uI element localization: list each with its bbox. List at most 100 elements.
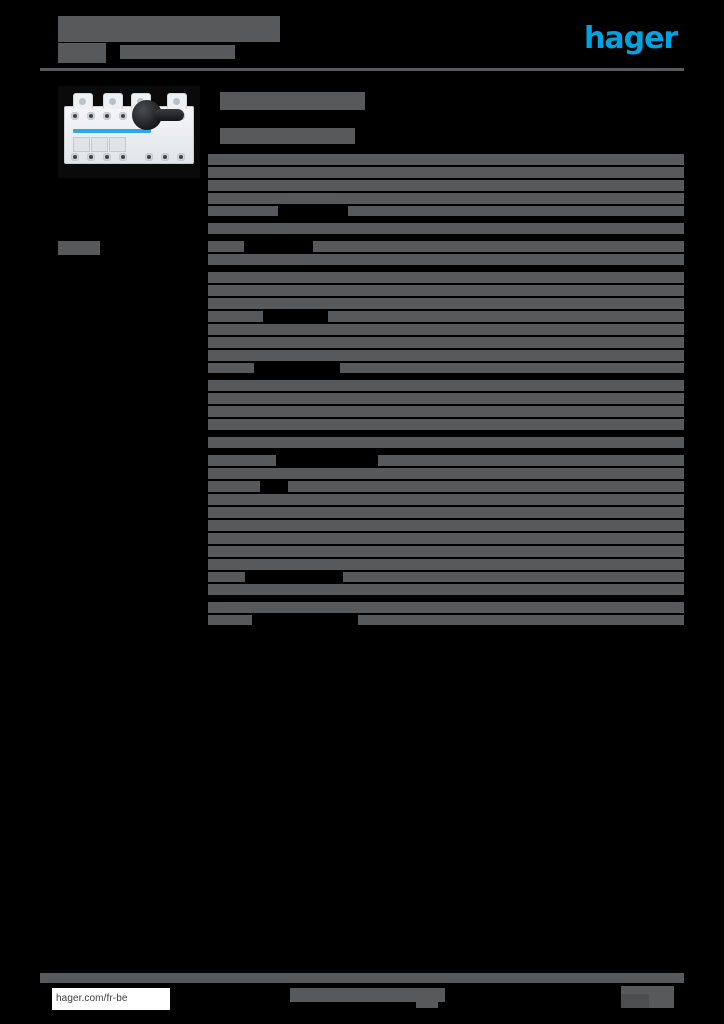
table-cell-value	[270, 437, 684, 448]
table-row	[208, 481, 684, 492]
table-cell-value	[256, 520, 684, 531]
spec-group	[208, 154, 684, 216]
device-mount-tab	[73, 93, 93, 109]
table-cell-label	[208, 254, 260, 265]
table-cell-label	[208, 468, 238, 479]
table-cell-value	[264, 602, 684, 613]
table-cell-value	[343, 572, 684, 582]
section-title	[220, 92, 365, 110]
table-row	[208, 311, 684, 322]
terminal-screw	[103, 112, 111, 120]
table-row	[208, 324, 684, 335]
table-cell-value	[241, 298, 684, 309]
table-cell-value	[252, 546, 684, 557]
table-cell-label	[208, 380, 238, 391]
table-cell-label	[208, 584, 258, 595]
table-cell-value	[328, 311, 684, 322]
table-cell-label	[208, 337, 254, 348]
table-cell-label	[208, 241, 244, 252]
table-row	[208, 254, 684, 265]
footer-website-link[interactable]: hager.com/fr-be	[52, 988, 170, 1010]
device-busbar	[73, 129, 151, 133]
spec-group	[208, 602, 684, 625]
table-cell-value	[230, 223, 684, 234]
spec-group	[208, 223, 684, 234]
table-cell-label	[208, 406, 236, 417]
spec-group	[208, 241, 684, 265]
table-cell-value	[261, 419, 684, 430]
spec-group	[208, 380, 684, 430]
footer-legal-text	[290, 988, 445, 1002]
table-cell-label	[208, 180, 255, 191]
table-cell-label	[208, 602, 264, 613]
table-cell-value	[378, 455, 684, 466]
hager-logo[interactable]: hager	[584, 24, 682, 54]
table-cell-label	[208, 350, 248, 361]
table-cell-value	[250, 285, 684, 296]
table-cell-label	[208, 546, 252, 557]
table-cell-label	[208, 572, 245, 582]
table-cell-value	[238, 380, 684, 391]
table-row	[208, 363, 684, 373]
table-cell-value	[248, 350, 684, 361]
table-row	[208, 167, 684, 178]
table-cell-label	[208, 520, 256, 531]
brand-name: hager	[584, 21, 678, 56]
table-cell-label	[208, 167, 255, 178]
table-cell-label	[208, 193, 274, 204]
device-mount-tab	[103, 93, 123, 109]
table-row	[208, 520, 684, 531]
table-cell-value	[254, 337, 684, 348]
terminal-screw	[87, 153, 95, 161]
table-cell-value	[276, 272, 684, 283]
footer-divider	[40, 973, 684, 983]
table-row	[208, 615, 684, 625]
spec-group	[208, 455, 684, 595]
header-divider	[40, 68, 684, 71]
table-cell-value	[255, 167, 684, 178]
table-row	[208, 468, 684, 479]
table-cell-value	[255, 154, 684, 165]
table-row	[208, 572, 684, 582]
table-cell-value	[268, 324, 684, 335]
page-subtitle	[58, 43, 106, 63]
table-row	[208, 507, 684, 518]
page-footer	[0, 968, 724, 1024]
table-cell-label	[208, 324, 268, 335]
table-cell-label	[208, 285, 250, 296]
device-terminal-row-bottom	[69, 153, 189, 162]
table-row	[208, 272, 684, 283]
device-mount-tab	[167, 93, 187, 109]
table-cell-value	[340, 363, 684, 373]
table-row	[208, 285, 684, 296]
specification-table	[208, 154, 684, 632]
table-cell-value	[255, 180, 684, 191]
table-cell-label	[208, 206, 278, 216]
terminal-screw	[103, 153, 111, 161]
spec-group	[208, 437, 684, 448]
page-subtitle-secondary	[120, 45, 235, 59]
table-row	[208, 223, 684, 234]
table-cell-value	[246, 494, 684, 505]
table-row	[208, 180, 684, 191]
table-cell-value	[255, 393, 684, 404]
table-cell-value	[288, 481, 684, 492]
table-row	[208, 337, 684, 348]
device-rating-label	[73, 137, 90, 152]
table-row	[208, 193, 684, 204]
table-row	[208, 154, 684, 165]
table-cell-value	[248, 507, 684, 518]
table-row	[208, 546, 684, 557]
terminal-screw	[71, 153, 79, 161]
table-row	[208, 437, 684, 448]
terminal-screw	[71, 112, 79, 120]
table-cell-label	[208, 223, 230, 234]
table-row	[208, 559, 684, 570]
table-row	[208, 455, 684, 466]
page-title	[58, 16, 280, 42]
device-rating-label	[91, 137, 108, 152]
table-row	[208, 380, 684, 391]
table-row	[208, 494, 684, 505]
footer-legal-text-overflow	[416, 996, 438, 1008]
table-row	[208, 298, 684, 309]
